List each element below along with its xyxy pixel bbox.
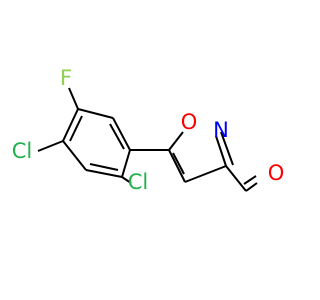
bond-c4-chlorine-top — [37, 140, 64, 152]
bond-c3-c4 — [62, 108, 79, 142]
bond-inner-c5-c6 — [89, 163, 119, 171]
bond-c3-aldehyde-carbon — [225, 165, 247, 192]
bond-inner-c3-c4 — [69, 115, 83, 142]
bond-inner-n2-c3 — [220, 131, 234, 166]
bond-c6-chlorine-bottom — [121, 176, 132, 184]
bond-inner-aldehyde-carbonyl — [243, 175, 257, 185]
nitrogen-atom: N — [213, 118, 229, 142]
bond-c3-c4 — [184, 165, 227, 183]
bond-c6-c1 — [121, 149, 131, 178]
bond-inner-c1-c2 — [109, 123, 125, 150]
structure-canvas: F Cl Cl O N O — [11, 66, 285, 194]
fluorine-atom: F — [60, 66, 72, 90]
aldehyde-oxygen-atom: O — [268, 161, 285, 185]
bond-c3-fluorine — [68, 87, 79, 110]
bond-c5-o1 — [168, 131, 184, 151]
molecule-diagram: F Cl Cl O N O — [12, 66, 285, 194]
ring-oxygen-atom: O — [181, 110, 198, 134]
bond-c5-c6 — [85, 169, 123, 178]
bond-c1-c2 — [112, 117, 131, 151]
bond-n2-c3 — [215, 135, 227, 167]
chlorine-atom-top: Cl — [12, 139, 33, 163]
bond-inner-c4-c5 — [172, 152, 185, 175]
chlorine-atom-bottom: Cl — [128, 170, 149, 194]
bond-c4-c5 — [62, 140, 87, 171]
atom-label-group: F Cl Cl O N O — [12, 66, 285, 194]
bond-aldehyde-carbonyl — [245, 182, 258, 192]
bond-group — [37, 87, 258, 192]
bond-c4-c5 — [168, 149, 186, 183]
bond-c2-c3 — [77, 108, 114, 119]
